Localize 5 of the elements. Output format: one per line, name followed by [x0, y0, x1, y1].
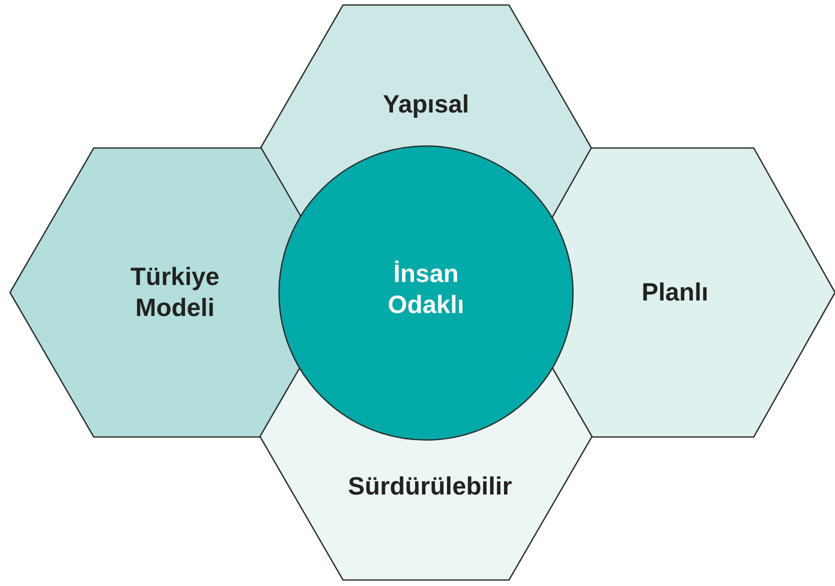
tile-label: Yapısal: [382, 90, 470, 120]
tile-label: İnsan Odaklı: [386, 259, 466, 321]
tile-label: Türkiye Modeli: [130, 262, 220, 324]
tile-label: Planlı: [640, 278, 710, 308]
tile-label: Sürdürülebilir: [347, 472, 513, 502]
